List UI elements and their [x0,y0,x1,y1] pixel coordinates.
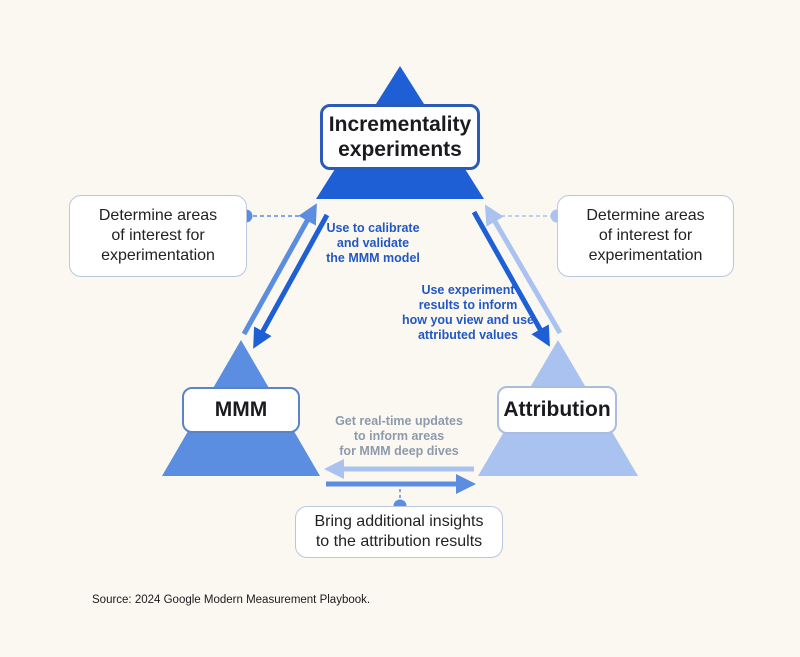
right-note-line-1: Determine areas [586,207,705,224]
source-caption: Source: 2024 Google Modern Measurement P… [92,594,371,606]
right-note-line-2: of interest for [598,227,693,244]
experiment-line-4: attributed values [417,328,519,342]
bottom-note-box: Bring additional insights to the attribu… [295,506,503,558]
calibrate-line-2: and validate [336,236,410,250]
mmm-label: MMM [214,398,268,421]
right-note-line-3: experimentation [588,247,703,264]
experiment-line-1: Use experiment [421,283,515,297]
left-note-box: Determine areas of interest for experime… [69,195,247,277]
incrementality-line-1: Incrementality [328,113,472,136]
arrow-mmm-to-incrementality [241,203,317,336]
attribution-box: Attribution [497,386,617,434]
arrow-incrementality-to-mmm [253,213,330,349]
arrow-incrementality-to-attribution [471,210,550,347]
arrow-attribution-to-incrementality [484,204,563,335]
realtime-line-3: for MMM deep dives [339,444,459,458]
left-note-line-3: experimentation [101,247,215,264]
calibrate-line-3: the MMM model [326,251,420,265]
attribution-label: Attribution [503,398,611,421]
calibrate-line-1: Use to calibrate [326,221,420,235]
right-note-box: Determine areas of interest for experime… [557,195,734,277]
realtime-line-2: to inform areas [353,429,445,443]
experiment-edge-label: Use experiment results to inform how you… [393,283,543,343]
calibrate-edge-label: Use to calibrate and validate the MMM mo… [318,221,428,266]
realtime-line-1: Get real-time updates [335,414,463,428]
left-note-line-2: of interest for [111,227,205,244]
left-note-line-1: Determine areas [98,207,218,224]
bottom-note-line-2: to the attribution results [315,533,483,550]
realtime-edge-label: Get real-time updates to inform areas fo… [320,414,478,459]
mmm-box: MMM [182,387,300,433]
incrementality-line-2: experiments [338,138,462,161]
experiment-line-2: results to inform [418,298,518,312]
experiment-line-3: how you view and use [402,313,534,327]
bottom-note-line-1: Bring additional insights [314,513,484,530]
incrementality-experiments-box: Incrementality experiments [320,104,480,170]
